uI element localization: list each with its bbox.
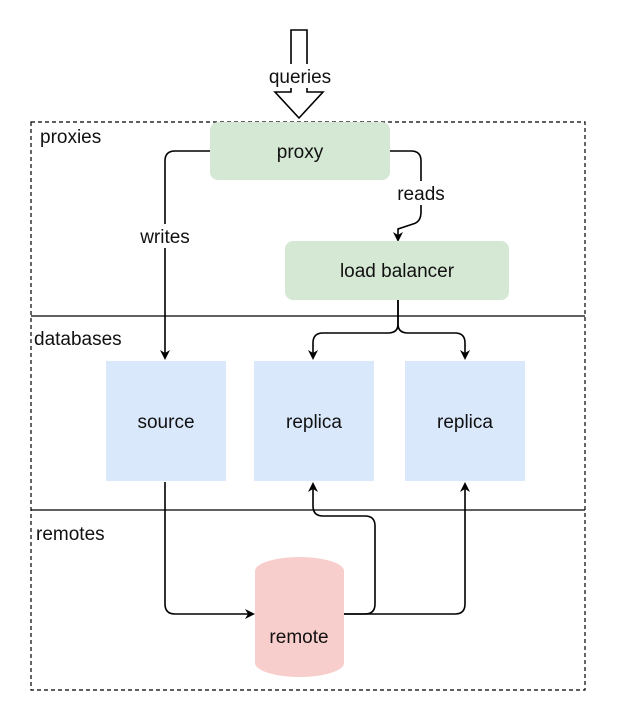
source-node-label: source: [137, 412, 194, 433]
remote-cylinder-top: [255, 557, 344, 585]
replica-node-1-label: replica: [286, 412, 342, 433]
edge-source-to-remote: [164, 482, 255, 619]
edge-label-queries: queries: [269, 67, 331, 88]
edge-writes: [160, 150, 210, 360]
remote-cylinder-bottom: [255, 649, 344, 677]
edge-label-writes: writes: [139, 227, 190, 248]
remote-node-label: remote: [269, 627, 328, 648]
edge-lb-to-replica-2: [397, 300, 470, 360]
edge-remote-to-replica-1: [308, 482, 376, 615]
writes-label-background: [136, 224, 194, 248]
zone-label-remotes: remotes: [36, 524, 105, 545]
source-node: [106, 361, 226, 481]
edge-reads: [390, 150, 422, 242]
replica-node-2-label: replica: [437, 412, 493, 433]
proxy-node-label: proxy: [277, 142, 324, 163]
remote-cylinder-body: [255, 571, 344, 663]
replica-node-2: [405, 361, 525, 481]
zone-label-databases: databases: [34, 329, 122, 350]
reads-label-background: [393, 181, 449, 205]
edge-label-reads: reads: [397, 184, 445, 205]
proxy-node: [210, 122, 390, 180]
load-balancer-node: [285, 241, 509, 300]
edge-lb-to-replica-1: [308, 300, 399, 360]
edge-remote-to-replica-2: [344, 482, 470, 615]
queries-label-background: [264, 64, 336, 88]
replica-node-1: [254, 361, 374, 481]
load-balancer-node-label: load balancer: [340, 261, 455, 282]
zone-label-proxies: proxies: [40, 127, 101, 148]
remote-node: [255, 557, 344, 677]
